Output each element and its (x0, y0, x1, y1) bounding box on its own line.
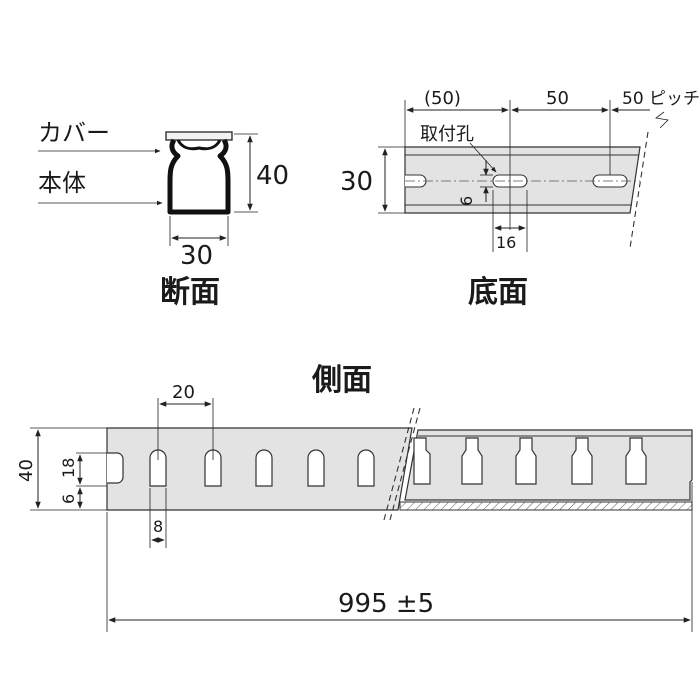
dim-slot-18: 18 (59, 458, 78, 478)
side-slot (571, 437, 593, 485)
base-hatch (399, 501, 693, 511)
side-view: 側面 20 (16, 363, 693, 632)
hole-leader (469, 142, 497, 173)
side-body-right (404, 429, 693, 501)
side-slot (357, 449, 375, 487)
bottom-title: 底面 (468, 275, 528, 310)
side-slot (307, 449, 325, 487)
bottom-view: (50) 50 50 ピッチ 取付孔 30 6 16 底面 (340, 88, 700, 310)
side-slot (461, 437, 483, 485)
slots-right (413, 437, 647, 485)
side-slot (204, 449, 222, 487)
side-title: 側面 (311, 363, 372, 398)
dim-second-50: 50 (546, 88, 569, 109)
side-slot (413, 437, 431, 485)
cover-cap (165, 131, 233, 141)
pitch-leader (655, 111, 669, 129)
dim-base-6: 6 (59, 494, 78, 504)
dim-pitch-50: 50 ピッチ (622, 89, 700, 109)
end-notch (107, 452, 124, 484)
dim-first-50: (50) (424, 88, 461, 109)
dim-height-40: 40 (16, 459, 37, 482)
label-cover: カバー (38, 119, 110, 147)
dim-hole-width-16: 16 (496, 233, 516, 252)
side-slot (625, 437, 647, 485)
label-body: 本体 (38, 169, 86, 197)
label-mounting-hole: 取付孔 (420, 124, 474, 145)
dim-top-20: 20 (172, 382, 195, 403)
cover-lip (176, 139, 222, 151)
dim-hole-height-6: 6 (457, 196, 476, 206)
dim-slot-width-8: 8 (153, 517, 163, 536)
section-title: 断面 (160, 275, 220, 310)
dim-width-30: 30 (180, 241, 213, 271)
body-profile (167, 138, 231, 215)
cross-section-view: カバー 本体 40 30 断面 (38, 119, 289, 310)
side-slot (255, 449, 273, 487)
slots-left (149, 449, 375, 487)
dim-height-30: 30 (340, 167, 373, 197)
dim-length-995: 995 ±5 (338, 589, 434, 619)
side-slot (515, 437, 537, 485)
dim-height-40: 40 (256, 161, 289, 191)
side-slot (149, 449, 167, 487)
